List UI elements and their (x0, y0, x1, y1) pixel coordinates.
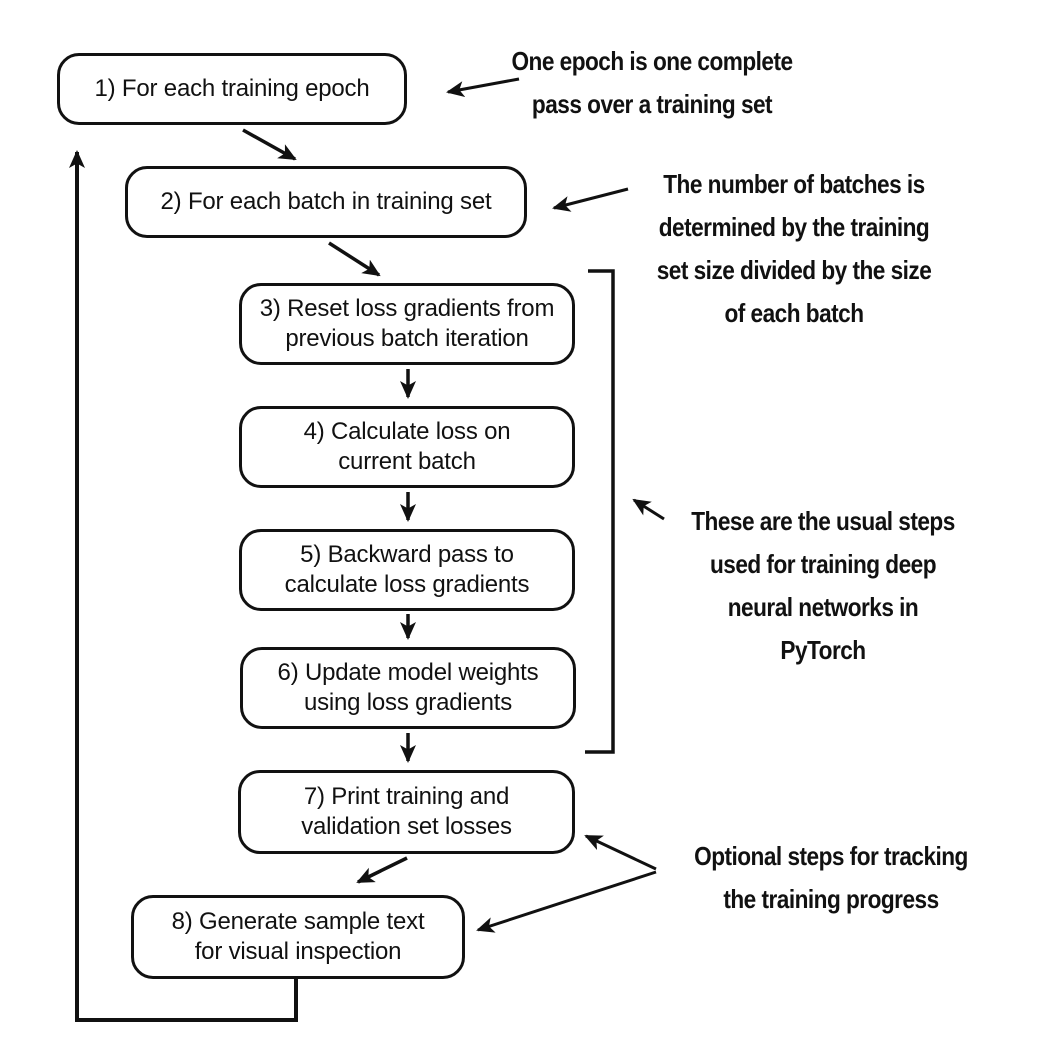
flow-node-1-training-epoch: 1) For each training epoch (57, 53, 407, 125)
node-label: calculate loss gradients (284, 571, 530, 598)
annotation-arrow-epoch (446, 77, 520, 97)
arrow-node2-node3 (328, 241, 381, 277)
flow-node-8-generate-sample: 8) Generate sample text for visual inspe… (131, 895, 465, 979)
node-label: 4) Calculate loss on (303, 418, 511, 445)
loop-back-arrow-node8-node1 (69, 150, 298, 1022)
annotation-epoch-definition: One epoch is one complete pass over a tr… (478, 40, 826, 126)
flow-node-5-backward-pass: 5) Backward pass to calculate loss gradi… (239, 529, 575, 611)
annotation-usual-steps: These are the usual steps used for train… (649, 500, 997, 672)
node-label: 3) Reset loss gradients from (259, 295, 555, 322)
node-label: 1) For each training epoch (94, 75, 370, 102)
annotation-text: set size divided by the size (656, 255, 932, 285)
annotation-text: determined by the training (658, 212, 930, 242)
node-label: using loss gradients (303, 689, 513, 716)
annotation-text: the training progress (723, 884, 939, 914)
node-label: 7) Print training and (303, 783, 510, 810)
node-label: current batch (338, 448, 476, 475)
flow-node-7-print-losses: 7) Print training and validation set los… (238, 770, 575, 854)
annotation-text: neural networks in (727, 592, 919, 622)
node-label: 5) Backward pass to (300, 541, 514, 568)
annotation-text: Optional steps for tracking (694, 841, 968, 871)
annotation-text: used for training deep (709, 549, 937, 579)
flow-node-2-batch-loop: 2) For each batch in training set (125, 166, 527, 238)
annotation-batch-count: The number of batches is determined by t… (620, 163, 968, 335)
annotation-arrow-optional-node8 (476, 870, 657, 933)
node-label: 6) Update model weights (277, 659, 539, 686)
annotation-arrow-optional-node7 (584, 834, 657, 871)
node-label: 2) For each batch in training set (160, 188, 492, 215)
flow-node-4-calculate-loss: 4) Calculate loss on current batch (239, 406, 575, 488)
node-label: validation set losses (301, 813, 512, 840)
annotation-optional-steps: Optional steps for tracking the training… (657, 835, 1005, 921)
node-label: previous batch iteration (285, 325, 529, 352)
arrow-node7-node8 (356, 856, 408, 884)
node-label: 8) Generate sample text (171, 908, 425, 935)
node-label: for visual inspection (194, 938, 402, 965)
annotation-text: pass over a training set (531, 89, 773, 119)
annotation-text: The number of batches is (663, 169, 925, 199)
annotation-text: PyTorch (780, 635, 866, 665)
flow-node-3-reset-gradients: 3) Reset loss gradients from previous ba… (239, 283, 575, 365)
annotation-text: One epoch is one complete (511, 46, 793, 76)
flow-node-6-update-weights: 6) Update model weights using loss gradi… (240, 647, 576, 729)
annotation-arrow-batches (552, 187, 629, 212)
annotation-text: These are the usual steps (691, 506, 955, 536)
annotation-text: of each batch (724, 298, 864, 328)
bracket-nodes-3-6 (585, 269, 615, 754)
arrow-node1-node2 (242, 128, 297, 161)
annotation-arrow-usual-steps (632, 498, 665, 521)
